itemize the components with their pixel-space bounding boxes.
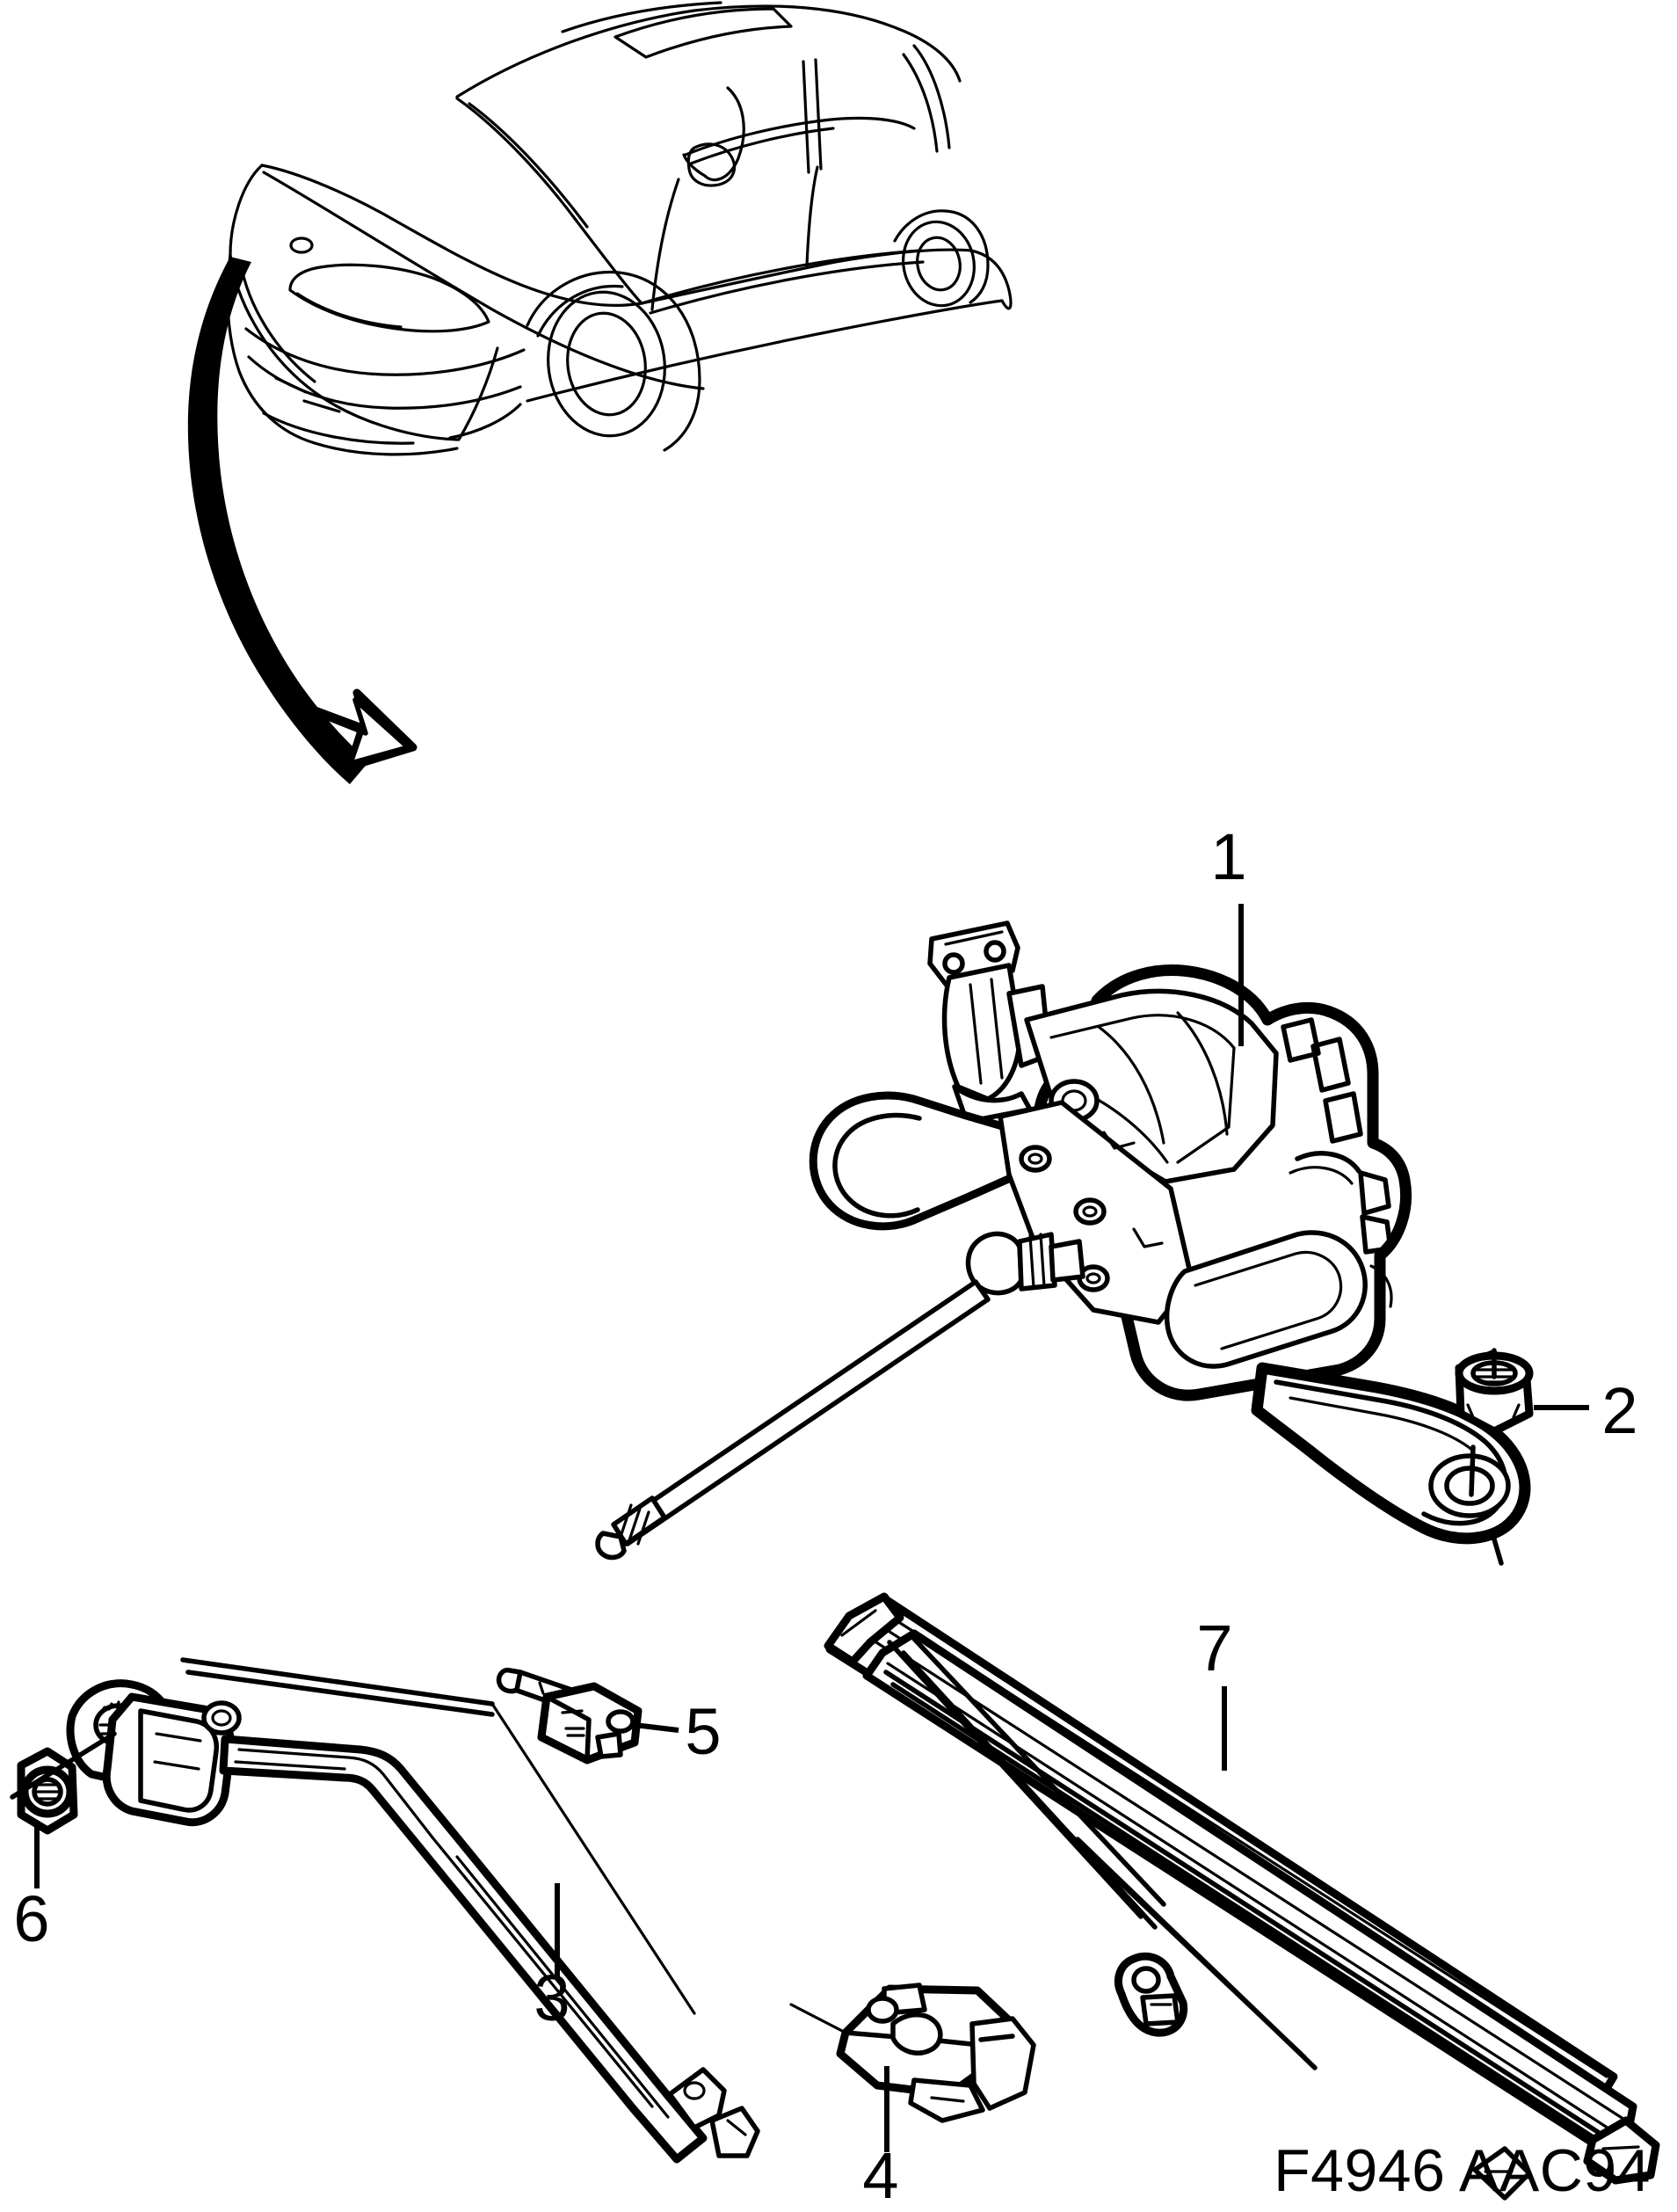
callout-numbers: 1 2 3 4 5 6 7: [13, 820, 1637, 2212]
callout-2: 2: [1601, 1374, 1637, 1447]
hex-lock-nut: [1455, 1348, 1534, 1436]
callout-4: 4: [862, 2139, 898, 2212]
wiper-arm: [66, 1657, 760, 2164]
car-outline: [226, 1, 1013, 456]
callout-1: 1: [1210, 820, 1246, 893]
leader-5: [634, 1722, 679, 1733]
spindle-nut: [10, 1731, 117, 1835]
callout-7: 7: [1196, 1612, 1232, 1684]
wiper-motor-assembly: [809, 920, 1531, 1566]
callout-5: 5: [685, 1695, 721, 1768]
callout-3: 3: [534, 1961, 570, 2034]
retaining-clip: [789, 1983, 1036, 2123]
diagram-caption: F4946 AAC94: [1274, 2137, 1651, 2204]
drive-link-rod: [595, 1279, 991, 1561]
callout-6: 6: [13, 1882, 49, 1955]
callout-leaders: [34, 904, 1589, 2152]
location-pointer-arrow: [187, 257, 417, 784]
wiper-blade: [824, 1592, 1660, 2201]
arm-cap-with-pin: [496, 1667, 642, 1765]
